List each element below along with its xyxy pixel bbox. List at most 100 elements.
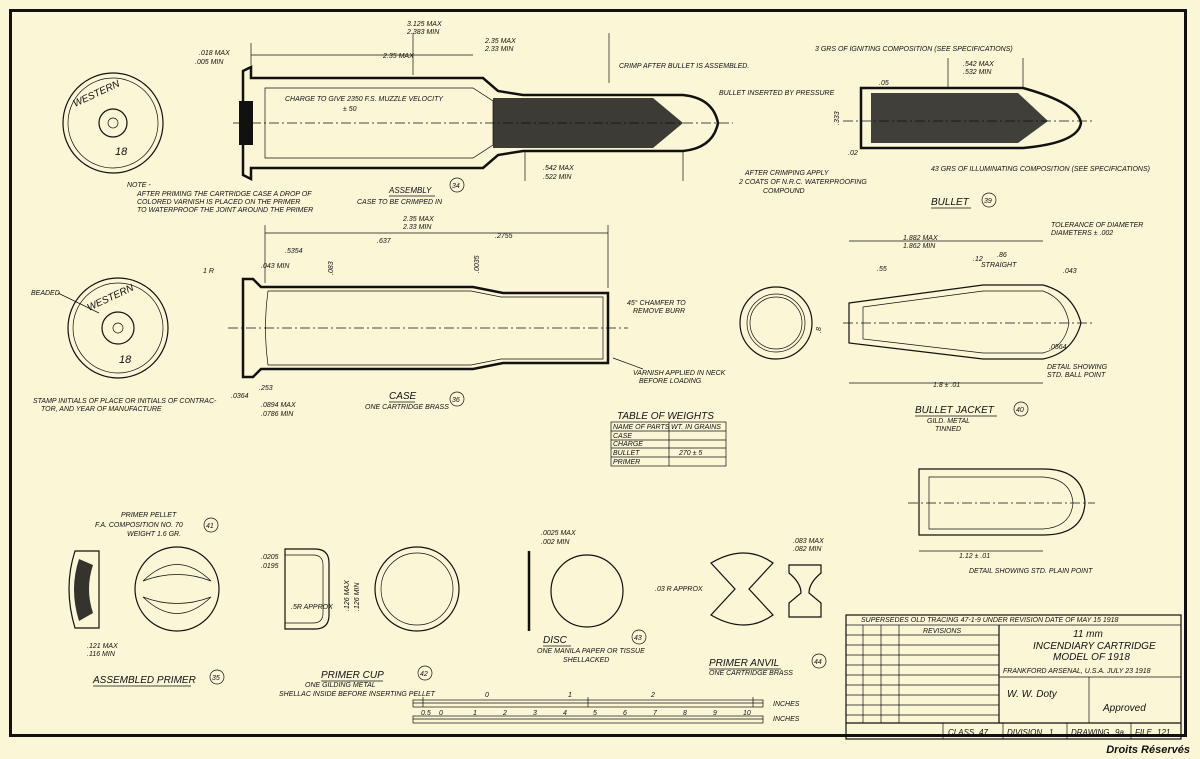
charge-tolerance: ± 50 [343, 106, 357, 113]
class-label: CLASS [948, 728, 975, 737]
weights-header-name: NAME OF PARTS [613, 424, 670, 431]
jacket-length: 1.8 ± .01 [933, 382, 960, 389]
scale-bottom-0: 0.5 [421, 710, 431, 717]
detail-plain-point [908, 468, 1095, 536]
scale-bottom-8: 7 [653, 710, 658, 717]
primer-weight: WEIGHT 1.6 GR. [127, 531, 181, 538]
class-value: 47 [979, 728, 988, 737]
anvil-subtitle: ONE CARTRIDGE BRASS [709, 670, 793, 677]
file-label: FILE [1135, 728, 1153, 737]
disc-drawing [527, 551, 624, 631]
drawing-label: DRAWING [1071, 728, 1110, 737]
case-headstamp: WESTERN 18 [67, 277, 169, 379]
jacket-subtitle: GILD. METAL [927, 418, 970, 425]
copyright-footer: Droits Réservés [1106, 744, 1190, 756]
cup-dim-c: .126 MAX [344, 580, 351, 611]
stamp-note-2: TOR, AND YEAR OF MANUFACTURE [41, 406, 162, 413]
scale-bottom-1: 0 [439, 710, 443, 717]
anvil-title: PRIMER ANVIL [709, 658, 779, 669]
bullet-drawing [843, 86, 1093, 150]
bullet-dim-02: .02 [848, 150, 858, 157]
case-dim-0035: .0035 [474, 255, 481, 273]
assembly-title: ASSEMBLY [388, 186, 432, 195]
scale-bottom-9: 8 [683, 710, 687, 717]
arsenal-line: FRANKFORD ARSENAL, U.S.A. JULY 23 1918 [1003, 668, 1151, 675]
signature: W. W. Doty [1007, 689, 1058, 700]
case-dim-083: .083 [328, 261, 335, 275]
chamfer-note-2: REMOVE BURR [633, 308, 685, 315]
weights-row-primer: PRIMER [613, 459, 640, 466]
cup-note: SHELLAC INSIDE BEFORE INSERTING PELLET [279, 691, 436, 698]
cup-title: PRIMER CUP [321, 670, 384, 681]
jacket-dim-8: .8 [816, 327, 823, 333]
bullet-dim-333: .333 [834, 111, 841, 125]
disc-dim-max: .0025 MAX [541, 530, 576, 537]
scale-bottom-6: 5 [593, 710, 597, 717]
case-dim-043min: .043 MIN [261, 263, 290, 270]
dim-rim-max: .018 MAX [199, 50, 230, 57]
division-label: DIVISION [1007, 728, 1042, 737]
anvil-dim-min: .082 MIN [793, 546, 822, 553]
jacket-dim-1min: 1.862 MIN [903, 243, 936, 250]
anvil-dim-r: .03 R APPROX [655, 586, 703, 593]
division-value: 1 [1049, 728, 1053, 737]
jacket-detail-1: DETAIL SHOWING [1047, 364, 1108, 371]
cup-dim-b: .0195 [261, 563, 279, 570]
case-dim-0894: .0894 MAX [261, 402, 296, 409]
bullet-illum-note: 43 GRS OF ILLUMINATING COMPOSITION (SEE … [931, 166, 1150, 173]
technical-drawing: WESTERN 18 .018 MAX .005 MIN 3.125 MAX 2… [31, 21, 1182, 740]
weights-row-charge: CHARGE [613, 441, 643, 448]
dim-crimp2-max: 2.35 MAX [484, 38, 516, 45]
primer-title-num: 35 [212, 675, 220, 682]
detail-caption: DETAIL SHOWING STD. PLAIN POINT [969, 568, 1093, 575]
case-dim-0786: .0786 MIN [261, 411, 294, 418]
cartridge-model: MODEL OF 1918 [1053, 652, 1130, 663]
case-num: 36 [452, 397, 460, 404]
jacket-dim-064: .0564 [1049, 344, 1067, 351]
case-subtitle: ONE CARTRIDGE BRASS [365, 404, 449, 411]
assembly-headstamp-text: WESTERN [72, 78, 123, 109]
jacket-end-view [739, 286, 813, 360]
case-headstamp-number: 18 [119, 354, 132, 366]
scale-top-0: 0 [485, 692, 489, 699]
primer-dim-2: .116 MIN [87, 651, 116, 658]
primer-pellet: PRIMER PELLET [121, 512, 177, 519]
case-dim-0364: .0364 [231, 393, 249, 400]
bullet-num: 39 [984, 198, 992, 205]
jacket-dim-1max: 1.882 MAX [903, 235, 938, 242]
scale-bar [412, 697, 764, 724]
file-value: 121 [1157, 728, 1170, 737]
dim-crimp2-min: 2.33 MIN [484, 46, 514, 53]
cup-subtitle: ONE GILDING METAL [305, 682, 376, 689]
weights-row-bullet: BULLET [613, 450, 640, 457]
jacket-dim-86: .86 [997, 252, 1007, 259]
dim-oal-max: 3.125 MAX [407, 21, 442, 28]
case-dim-233min: 2.33 MIN [402, 224, 432, 231]
jacket-drawing [843, 284, 1093, 360]
after-crimp-3: COMPOUND [763, 188, 805, 195]
note-label: NOTE - [127, 182, 151, 189]
case-dim-1r: 1 R [203, 268, 214, 275]
disc-subtitle: ONE MANILA PAPER OR TISSUE [537, 648, 645, 655]
primer-cup [284, 546, 460, 632]
assembly-headstamp-number: 18 [115, 146, 128, 158]
dim-dia-min: .522 MIN [543, 174, 572, 181]
disc-title: DISC [543, 635, 568, 646]
bullet-dia-max: .542 MAX [963, 61, 994, 68]
case-dim-5354: .5354 [285, 248, 303, 255]
title-block [845, 614, 1182, 740]
dim-oal-min: 2.383 MIN [406, 29, 440, 36]
caliber-label: 11 mm [1073, 629, 1103, 640]
drawing-value: 9a [1115, 728, 1124, 737]
jacket-tol-2: DIAMETERS ± .002 [1051, 230, 1113, 237]
bullet-inserted-note: BULLET INSERTED BY PRESSURE [719, 90, 835, 97]
varnish-note-2: BEFORE LOADING [639, 378, 702, 385]
assembly-headstamp: WESTERN 18 [62, 72, 164, 174]
jacket-dim-straight: STRAIGHT [981, 262, 1017, 269]
bullet-igniting-note: 3 GRS OF IGNITING COMPOSITION (SEE SPECI… [815, 46, 1013, 53]
case-dim-253: .253 [259, 385, 273, 392]
jacket-dim-55: .55 [877, 266, 887, 273]
case-title: CASE [389, 391, 417, 402]
scale-bottom-3: 2 [502, 710, 507, 717]
case-headstamp-text: WESTERN [86, 282, 137, 313]
